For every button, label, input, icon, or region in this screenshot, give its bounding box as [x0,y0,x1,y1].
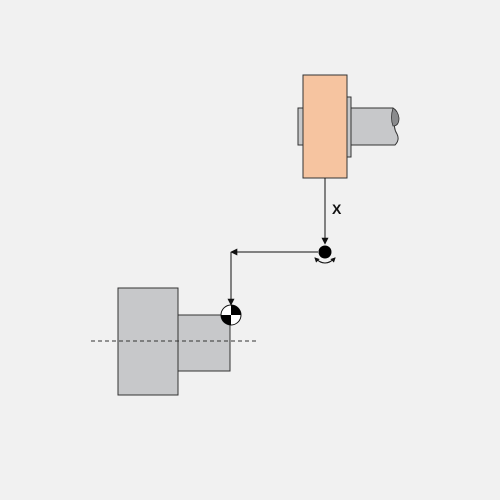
grinding-wheel-assembly [297,74,400,179]
reference-point-icon [220,304,242,326]
spindle-shaft [350,107,399,146]
workpiece-large-diameter [117,287,179,396]
shaft-break-mark [391,107,400,127]
rotation-center-dot [318,245,332,259]
grinding-wheel [302,74,348,179]
workpiece-small-diameter [177,314,231,372]
rotation-marker [314,245,336,264]
x-axis-label: X [332,201,342,217]
workpiece [117,287,231,396]
rotation-arrows-icon [314,257,336,264]
